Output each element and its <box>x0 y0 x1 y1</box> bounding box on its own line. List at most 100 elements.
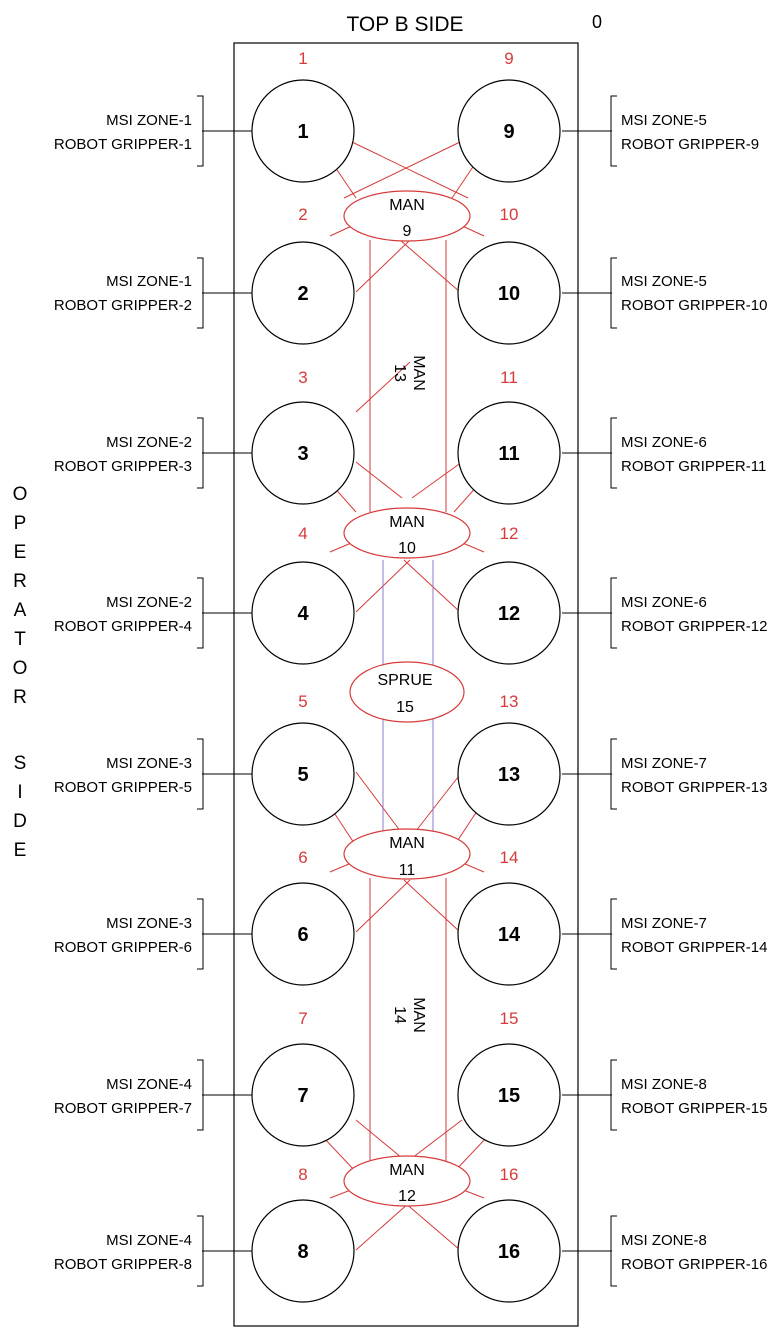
gripper-label: ROBOT GRIPPER-15 <box>621 1100 767 1117</box>
manifolds: MAN 9 MAN 10 SPRUE 15 MAN 11 MAN 12 <box>343 190 471 1207</box>
gripper-label: ROBOT GRIPPER-16 <box>621 1256 767 1273</box>
vertical-manifold-label: MAN <box>410 997 427 1033</box>
side-letter: A <box>14 600 27 621</box>
manifold-label: MAN <box>389 197 425 214</box>
gripper-label: ROBOT GRIPPER-14 <box>621 939 767 956</box>
sprue-ellipse <box>349 661 465 723</box>
cavity-circle <box>251 241 355 345</box>
zone-label: MSI ZONE-3 <box>106 915 192 932</box>
side-letter: D <box>13 811 27 832</box>
side-letter: S <box>14 753 27 774</box>
zone-label: MSI ZONE-1 <box>106 273 192 290</box>
cavity-number: 5 <box>297 764 308 786</box>
cavity-circle <box>457 561 561 665</box>
left-labels: MSI ZONE-1 ROBOT GRIPPER-1 MSI ZONE-1 RO… <box>54 112 192 1273</box>
position-number: 12 <box>500 524 519 543</box>
position-number: 15 <box>500 1009 519 1028</box>
cavity-number: 2 <box>297 283 308 305</box>
left-leaders <box>197 95 252 1287</box>
position-number: 9 <box>504 49 513 68</box>
cavity-circle <box>457 1199 561 1303</box>
mold-outline <box>233 42 579 1327</box>
cavity-circle <box>251 1043 355 1147</box>
position-number: 2 <box>298 205 307 224</box>
right-leaders <box>562 95 617 1287</box>
manifold-number: 10 <box>398 540 416 557</box>
manifold-ellipse <box>343 1155 471 1207</box>
zone-label: MSI ZONE-1 <box>106 112 192 129</box>
cavity-number: 12 <box>498 603 520 625</box>
right-labels: MSI ZONE-5 ROBOT GRIPPER-9 MSI ZONE-5 RO… <box>621 112 767 1273</box>
side-letter: P <box>14 513 27 534</box>
operator-side-label: O P E R A T O R S I D E <box>13 484 28 861</box>
header-zero: 0 <box>592 12 602 32</box>
zone-label: MSI ZONE-3 <box>106 755 192 772</box>
sprue-number: 15 <box>396 699 414 716</box>
cavity-circle <box>251 722 355 826</box>
vertical-manifold-number: 14 <box>391 1006 408 1024</box>
manifold-number: 9 <box>403 223 412 240</box>
gripper-label: ROBOT GRIPPER-3 <box>54 458 192 475</box>
manifold-ellipse <box>343 190 471 242</box>
vertical-manifold-label: MAN <box>410 355 427 391</box>
manifold-label: MAN <box>389 835 425 852</box>
side-letter: R <box>13 687 27 708</box>
position-number: 11 <box>500 368 518 387</box>
position-number: 6 <box>298 848 307 867</box>
side-letter: I <box>17 782 22 803</box>
position-number: 8 <box>298 1165 307 1184</box>
manifold-ellipse <box>343 507 471 559</box>
gripper-label: ROBOT GRIPPER-4 <box>54 618 192 635</box>
side-letter: E <box>14 840 27 861</box>
position-number: 10 <box>500 205 519 224</box>
manifold-ellipse <box>343 828 471 880</box>
cavity-circle <box>251 1199 355 1303</box>
cavity-number: 10 <box>498 283 520 305</box>
gripper-label: ROBOT GRIPPER-12 <box>621 618 767 635</box>
cavity-number: 15 <box>498 1085 520 1107</box>
vertical-manifold-number: 13 <box>391 364 408 382</box>
cavity-circle <box>457 79 561 183</box>
gripper-label: ROBOT GRIPPER-1 <box>54 136 192 153</box>
cavity-circle <box>251 561 355 665</box>
side-letter: O <box>13 484 28 505</box>
zone-label: MSI ZONE-6 <box>621 594 707 611</box>
gripper-label: ROBOT GRIPPER-10 <box>621 297 767 314</box>
gripper-label: ROBOT GRIPPER-7 <box>54 1100 192 1117</box>
position-number: 14 <box>500 848 519 867</box>
cavity-numbers: 1 2 3 4 5 6 7 8 9 10 11 12 13 14 15 16 <box>297 121 521 1263</box>
manifold-label: MAN <box>389 514 425 531</box>
cavity-number: 13 <box>498 764 520 786</box>
position-number: 16 <box>500 1165 519 1184</box>
side-letter: T <box>14 629 26 650</box>
zone-label: MSI ZONE-8 <box>621 1076 707 1093</box>
vertical-manifold-labels: MAN 13 MAN 14 <box>391 355 427 1033</box>
zone-label: MSI ZONE-4 <box>106 1232 192 1249</box>
cavity-number: 11 <box>498 443 519 465</box>
zone-label: MSI ZONE-2 <box>106 434 192 451</box>
cavity-number: 3 <box>297 443 308 465</box>
cavity-number: 7 <box>297 1085 308 1107</box>
zone-label: MSI ZONE-6 <box>621 434 707 451</box>
position-number: 1 <box>298 49 307 68</box>
runner-lines <box>322 141 488 1251</box>
cavity-circle <box>251 882 355 986</box>
gripper-label: ROBOT GRIPPER-6 <box>54 939 192 956</box>
cavity-circles <box>251 79 561 1303</box>
gripper-label: ROBOT GRIPPER-8 <box>54 1256 192 1273</box>
gripper-label: ROBOT GRIPPER-5 <box>54 779 192 796</box>
gripper-label: ROBOT GRIPPER-13 <box>621 779 767 796</box>
manifold-number: 11 <box>399 862 416 879</box>
cavity-number: 14 <box>498 924 521 946</box>
position-number: 3 <box>298 368 307 387</box>
zone-label: MSI ZONE-7 <box>621 755 707 772</box>
header-title: TOP B SIDE <box>346 13 463 36</box>
zone-label: MSI ZONE-4 <box>106 1076 192 1093</box>
cavity-number: 8 <box>297 1241 308 1263</box>
position-number: 7 <box>298 1009 307 1028</box>
gripper-label: ROBOT GRIPPER-2 <box>54 297 192 314</box>
manifold-number: 12 <box>398 1188 416 1205</box>
cavity-circle <box>457 722 561 826</box>
side-letter: R <box>13 571 27 592</box>
position-number: 4 <box>298 524 307 543</box>
